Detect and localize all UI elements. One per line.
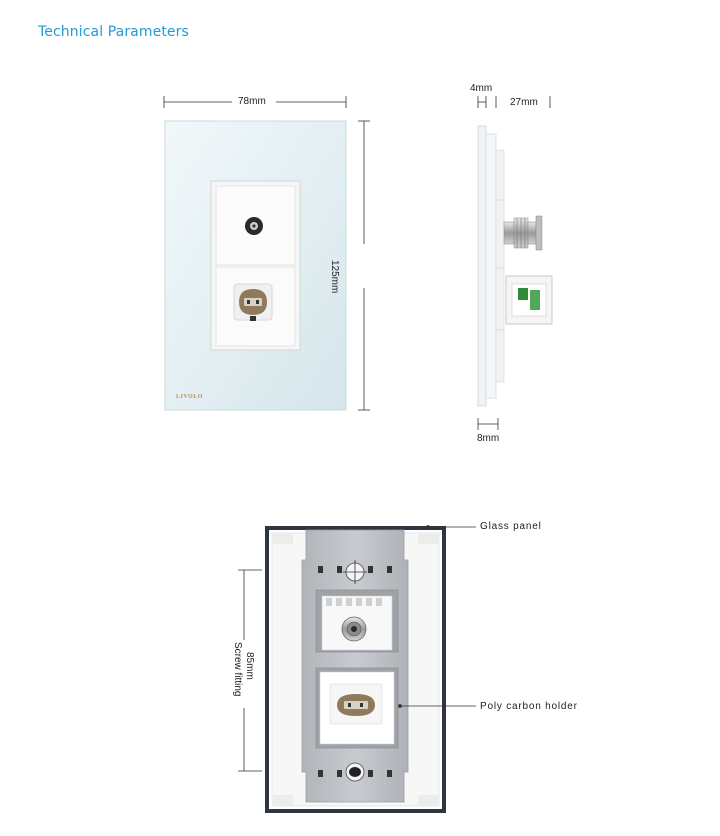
brand-logo: LIVOLO — [176, 394, 203, 400]
base-thickness-label: 8mm — [477, 433, 500, 444]
width-dimension — [163, 96, 347, 108]
terminal-block-side — [505, 275, 553, 325]
bottom-screw-hole — [345, 762, 365, 782]
glass-thickness-label: 4mm — [470, 83, 493, 94]
coax-connector-back — [341, 616, 367, 642]
front-view — [163, 96, 370, 411]
coax-connector-side — [503, 215, 543, 251]
screw-distance-label: 85mm — [244, 652, 255, 680]
depth-label: 27mm — [510, 97, 538, 108]
screw-fitting-label: Screw fitting — [232, 642, 243, 697]
side-view — [477, 96, 553, 430]
socket-back — [337, 694, 375, 716]
side-dimensions-top — [477, 96, 551, 108]
holder-label: Poly carbon holder — [480, 701, 578, 712]
tv-socket — [245, 217, 263, 235]
width-label: 78mm — [238, 96, 266, 107]
page-title: Technical Parameters — [38, 24, 189, 40]
callout-leaders — [398, 525, 476, 708]
height-label: 125mm — [329, 260, 340, 294]
screw-fitting-dimension — [238, 569, 262, 772]
height-dimension — [358, 120, 370, 411]
power-socket — [233, 283, 273, 321]
back-view — [238, 525, 476, 813]
side-dimensions-bottom — [477, 418, 499, 430]
top-screw-hole — [343, 560, 367, 584]
glass-panel-label: Glass panel — [480, 521, 542, 532]
